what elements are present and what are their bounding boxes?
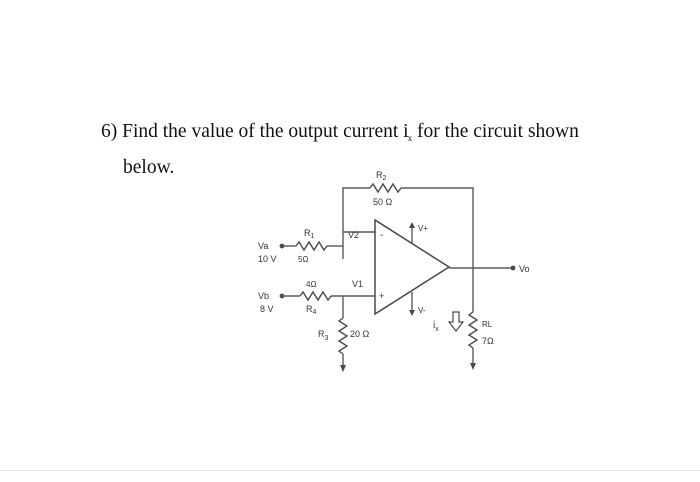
resistor-rl	[467, 311, 479, 349]
feedback-wire	[342, 187, 474, 268]
bottom-divider	[0, 470, 700, 471]
label-r2-value: 50 Ω	[373, 197, 393, 207]
question-line1-end: for the circuit shown	[412, 121, 579, 142]
label-r3-value: 20 Ω	[350, 329, 370, 339]
label-vplus: V+	[418, 224, 428, 233]
r3-ground-arrow-icon	[340, 365, 346, 372]
resistor-r4	[299, 290, 332, 302]
label-r4-value: 4Ω	[306, 280, 316, 289]
rl-ground-arrow-icon	[470, 363, 476, 370]
vminus-arrow-icon	[409, 310, 415, 316]
question-subscript: x	[407, 133, 413, 143]
terminal-vo	[510, 265, 516, 271]
question-line2: below.	[123, 157, 175, 178]
resistor-r3	[337, 317, 349, 355]
opamp-minus-sign: -	[380, 230, 383, 241]
label-va-value: 10 V	[258, 254, 277, 264]
label-r3: R3	[318, 329, 329, 342]
label-r1: R1	[304, 228, 315, 240]
resistor-r2	[369, 182, 402, 194]
label-v2: V2	[348, 230, 359, 240]
label-ix: ix	[433, 320, 439, 333]
ix-current-arrow-icon	[447, 311, 465, 332]
label-vb: Vb	[258, 291, 269, 301]
label-r4: R4	[306, 304, 317, 316]
label-vminus: V-	[418, 306, 426, 315]
label-r2: R2	[376, 170, 387, 182]
label-vo: Vo	[519, 264, 530, 274]
question-line1-start: 6) Find the value of the output current …	[101, 121, 409, 142]
vplus-arrow-icon	[409, 222, 415, 228]
label-r1-value: 5Ω	[298, 255, 308, 264]
label-va: Va	[258, 241, 268, 251]
label-rl: RL	[482, 320, 493, 329]
label-rl-value: 7Ω	[482, 336, 494, 346]
question-text: 6) Find the value of the output current …	[101, 117, 661, 183]
resistor-r1	[295, 240, 328, 252]
label-vb-value: 8 V	[260, 304, 274, 314]
opamp-plus-sign: +	[379, 291, 384, 301]
label-v1: V1	[352, 279, 363, 289]
